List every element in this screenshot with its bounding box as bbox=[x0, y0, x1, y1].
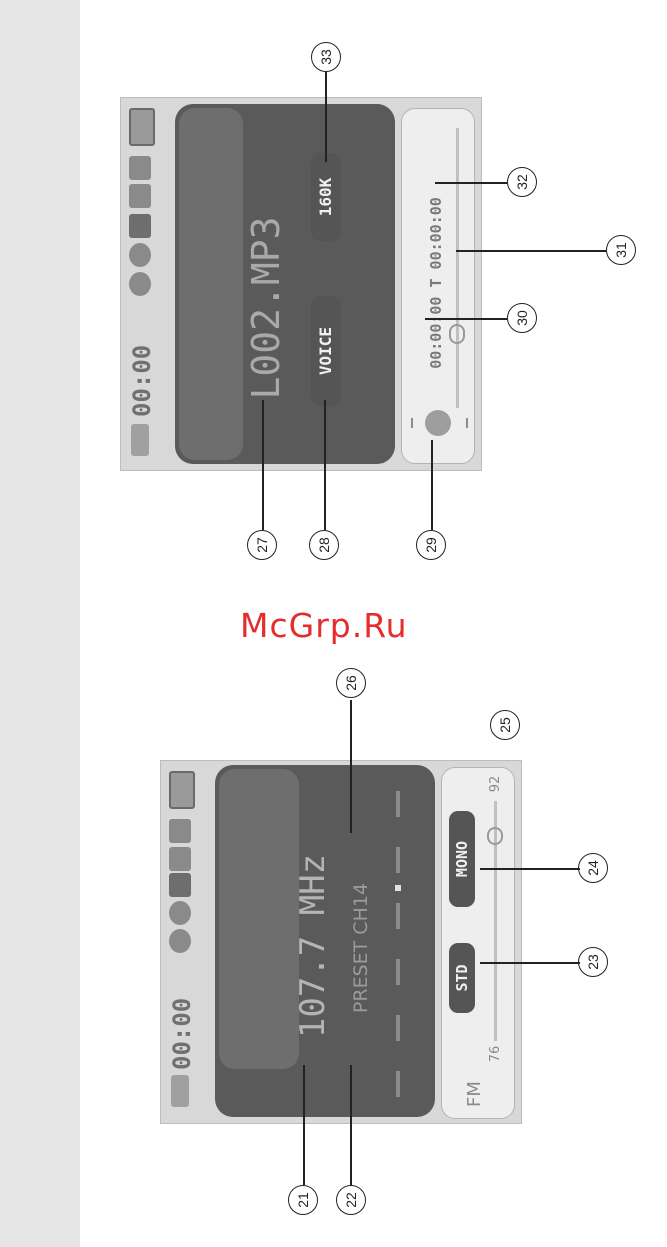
callout-21: 21 bbox=[288, 1185, 318, 1215]
timer-icon bbox=[169, 929, 191, 953]
mp3-screen: 00:00 L002.MP3 VOICE 160K 00:00:00 T 00:… bbox=[120, 97, 482, 471]
alarm-clock-icon bbox=[129, 243, 151, 267]
preset-dash bbox=[396, 791, 400, 817]
band-label: FM bbox=[464, 1076, 486, 1112]
leader-22 bbox=[350, 1065, 352, 1185]
signal-icon bbox=[131, 424, 149, 456]
leader-21 bbox=[303, 1065, 305, 1185]
tuning-knob bbox=[487, 827, 503, 845]
progress-track bbox=[456, 128, 459, 408]
sleep-z-icon bbox=[169, 873, 191, 897]
callout-24: 24 bbox=[578, 853, 608, 883]
bitrate-badge-label: 160K bbox=[316, 153, 336, 241]
track-panel-highlight bbox=[179, 108, 243, 460]
track-filename: L002.MP3 bbox=[244, 208, 288, 408]
lock-icon bbox=[129, 156, 151, 180]
callout-23: 23 bbox=[578, 947, 608, 977]
leader-33 bbox=[325, 72, 327, 162]
callout-27: 27 bbox=[247, 530, 277, 560]
scale-min: 76 bbox=[487, 1039, 505, 1069]
scale-max: 92 bbox=[487, 769, 505, 799]
timer-icon bbox=[129, 272, 151, 296]
status-time: 00:00 bbox=[168, 980, 196, 1070]
speaker-icon bbox=[425, 410, 451, 436]
battery-icon bbox=[129, 108, 155, 146]
signal-icon bbox=[171, 1075, 189, 1107]
callout-30: 30 bbox=[507, 303, 537, 333]
callout-26: 26 bbox=[336, 668, 366, 698]
time-readout: 00:00:00 T 00:00:00 bbox=[425, 148, 447, 418]
tray-tick bbox=[466, 418, 468, 428]
leader-31 bbox=[456, 250, 606, 252]
lock-icon bbox=[169, 819, 191, 843]
watermark-text: McGrp.Ru bbox=[240, 606, 408, 645]
callout-32: 32 bbox=[507, 167, 537, 197]
leader-23 bbox=[480, 962, 580, 964]
alarm-clock-icon bbox=[169, 901, 191, 925]
leader-27 bbox=[262, 400, 264, 530]
preset-label: PRESET CH14 bbox=[349, 848, 373, 1048]
leader-30 bbox=[425, 318, 507, 320]
preset-dash bbox=[396, 903, 400, 929]
std-badge-label: STD bbox=[452, 943, 472, 1013]
radio-panel-highlight bbox=[219, 769, 299, 1069]
preset-dash bbox=[396, 1071, 400, 1097]
tray-tick bbox=[411, 418, 413, 428]
voice-badge-label: VOICE bbox=[316, 296, 336, 406]
frequency-readout: 107.7 MHz bbox=[293, 826, 333, 1066]
leader-32 bbox=[435, 182, 507, 184]
status-time: 00:00 bbox=[128, 327, 156, 417]
preset-dash bbox=[396, 959, 400, 985]
leader-29 bbox=[431, 440, 433, 530]
mono-badge-label: MONO bbox=[452, 811, 472, 907]
hold-icon bbox=[129, 184, 151, 208]
preset-dash bbox=[396, 847, 400, 873]
callout-29: 29 bbox=[416, 530, 446, 560]
leader-24 bbox=[480, 868, 580, 870]
sleep-z-icon bbox=[129, 214, 151, 238]
leader-28 bbox=[324, 400, 326, 530]
hold-icon bbox=[169, 847, 191, 871]
callout-25: 25 bbox=[490, 710, 520, 740]
callout-33: 33 bbox=[311, 42, 341, 72]
preset-dash bbox=[396, 1015, 400, 1041]
page-margin-strip bbox=[0, 0, 80, 1247]
battery-icon bbox=[169, 771, 195, 809]
progress-knob bbox=[449, 324, 465, 344]
callout-31: 31 bbox=[606, 235, 636, 265]
preset-dash-active bbox=[395, 885, 401, 891]
fm-screen: 00:00 107.7 MHz PRESET CH14 STD MONO FM … bbox=[160, 760, 522, 1124]
callout-28: 28 bbox=[309, 530, 339, 560]
leader-26 bbox=[350, 700, 352, 833]
callout-22: 22 bbox=[336, 1185, 366, 1215]
